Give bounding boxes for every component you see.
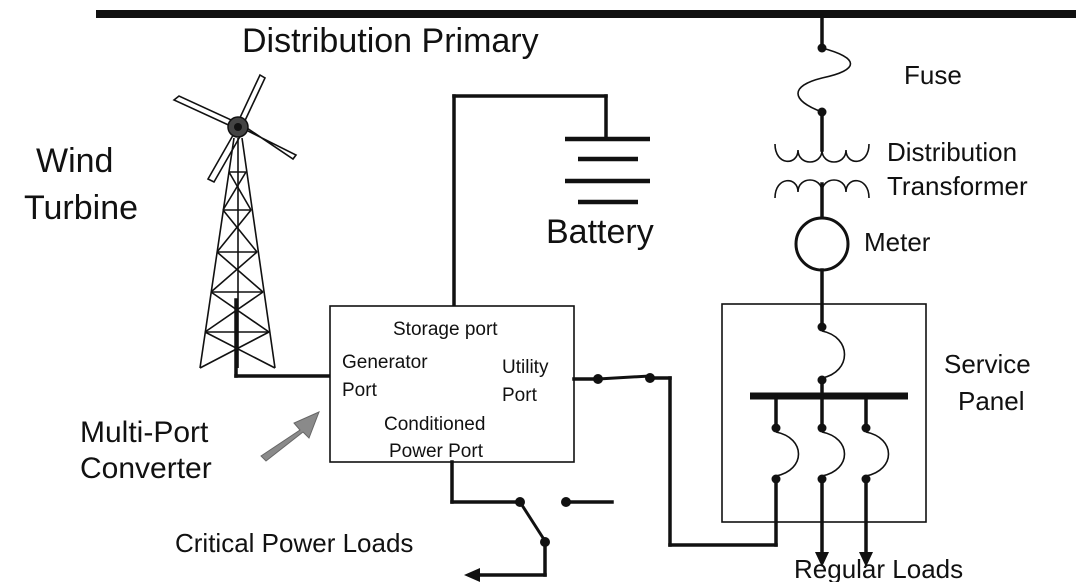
critical-power-loads-label: Critical Power Loads [175,528,413,558]
critical-load-arrow [464,568,480,582]
generator-port-label-1: Generator [342,352,428,373]
wind-turbine-icon [172,73,298,369]
utility-port-label-1: Utility [502,357,549,378]
utility-transfer-switch [572,373,778,547]
storage-port-label: Storage port [393,319,498,340]
conditioned-power-port-label-1: Conditioned [384,414,485,435]
wind-turbine-label-1: Wind [36,142,113,180]
transformer-label-2: Transformer [887,171,1028,201]
fuse-label: Fuse [904,60,962,90]
critical-load-switch [450,460,614,582]
branch-breaker-left [771,394,800,484]
distribution-primary-label: Distribution Primary [242,22,539,60]
service-panel-label-1: Service [944,349,1031,379]
service-panel-label-2: Panel [958,386,1025,416]
multi-port-converter-box [329,305,575,463]
battery-label: Battery [546,213,654,251]
branch-breaker-middle [817,394,846,484]
pointer-arrow-icon [260,411,320,462]
regular-load-arrow-1 [815,552,829,567]
meter-label: Meter [864,227,931,257]
fuse-icon [797,47,852,113]
utility-feeder [774,14,870,329]
branch-breaker-right [861,394,890,484]
battery-icon [452,94,650,308]
regular-load-arrow-2 [859,552,873,567]
wind-turbine-label-2: Turbine [24,189,138,227]
multi-port-converter-label-2: Converter [80,452,212,485]
generator-port-label-2: Port [342,380,378,401]
regular-loads-label: Regular Loads [794,554,963,582]
transformer-label-1: Distribution [887,137,1017,167]
main-breaker-icon [821,330,846,379]
service-panel [721,303,927,567]
service-panel-box [721,303,927,523]
multi-port-converter-label-1: Multi-Port [80,416,209,449]
meter-icon [794,216,850,272]
utility-port-label-2: Port [502,385,538,406]
conditioned-power-port-label-2: Power Port [389,441,484,462]
